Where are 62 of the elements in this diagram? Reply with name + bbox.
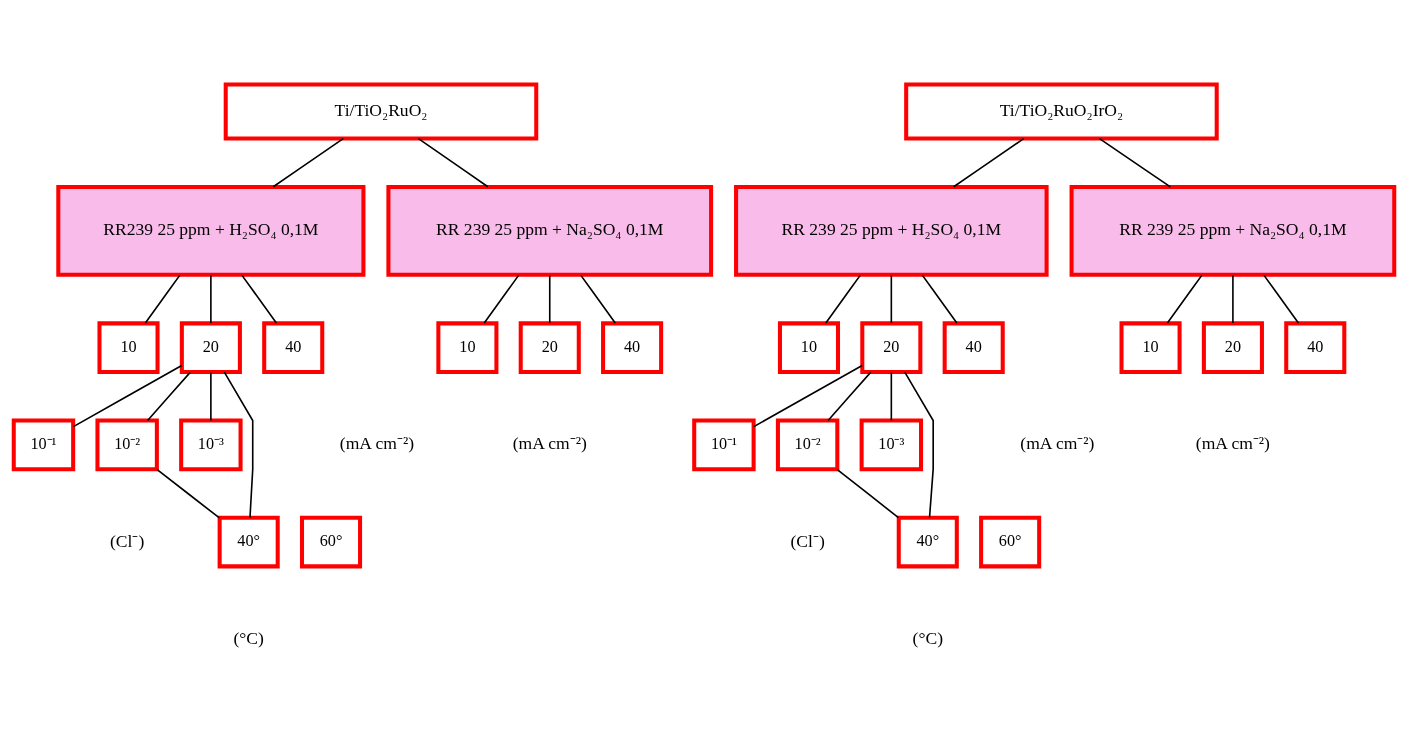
node-box: RR 239 25 ppm + Na₂SO₄ 0,1M bbox=[386, 185, 714, 277]
node-box: 10⁻¹ bbox=[692, 418, 756, 472]
connector bbox=[1166, 274, 1203, 324]
node-box: 40 bbox=[942, 321, 1005, 374]
connector bbox=[890, 274, 893, 324]
connector bbox=[890, 371, 893, 422]
connector bbox=[241, 274, 278, 324]
connector bbox=[904, 371, 934, 519]
connector bbox=[72, 364, 183, 428]
node-box: 10⁻² bbox=[775, 418, 840, 472]
connector bbox=[825, 274, 861, 324]
label: (mA cm⁻²) bbox=[1020, 433, 1095, 454]
node-box: 20 bbox=[179, 321, 242, 374]
connector bbox=[1098, 137, 1172, 188]
connector bbox=[210, 371, 212, 422]
connector bbox=[827, 371, 872, 422]
connector bbox=[417, 137, 489, 188]
label: (mA cm⁻²) bbox=[512, 433, 587, 454]
connector bbox=[483, 274, 520, 324]
node-box: 20 bbox=[860, 321, 923, 374]
node-box: 10⁻³ bbox=[859, 418, 924, 472]
label: (Cl⁻) bbox=[790, 530, 825, 551]
connector bbox=[836, 468, 900, 519]
node-box: 20 bbox=[518, 321, 581, 374]
node-box: 40° bbox=[217, 515, 280, 569]
label: (°C) bbox=[912, 627, 943, 648]
node-box: Ti/TiO₂RuO₂ bbox=[223, 82, 539, 141]
label: (mA cm⁻²) bbox=[339, 433, 414, 454]
node-box: RR239 25 ppm + H₂SO₄ 0,1M bbox=[56, 185, 366, 277]
node-box: 10 bbox=[97, 321, 160, 374]
node-box: 40 bbox=[601, 321, 664, 374]
connector bbox=[1263, 274, 1300, 324]
node-box: 10 bbox=[777, 321, 841, 374]
node-box: Ti/TiO₂RuO₂IrO₂ bbox=[904, 82, 1219, 141]
connector bbox=[921, 274, 958, 324]
connector bbox=[144, 274, 181, 324]
node-box: RR 239 25 ppm + H₂SO₄ 0,1M bbox=[734, 185, 1049, 277]
connector bbox=[1232, 274, 1234, 324]
node-box: 10⁻¹ bbox=[11, 418, 76, 472]
node-box: 10⁻³ bbox=[179, 418, 243, 472]
connector bbox=[580, 274, 617, 324]
node-box: 40° bbox=[896, 515, 959, 569]
node-box: 10⁻² bbox=[95, 418, 159, 472]
connector bbox=[146, 371, 191, 422]
connector bbox=[952, 137, 1025, 188]
node-box: 20 bbox=[1201, 321, 1264, 374]
node-box: 10 bbox=[436, 321, 499, 374]
label: (mA cm⁻²) bbox=[1195, 433, 1270, 454]
connector bbox=[210, 274, 212, 324]
node-box: 10 bbox=[1119, 321, 1182, 374]
label: (Cl⁻) bbox=[110, 530, 145, 551]
connector bbox=[223, 371, 254, 519]
node-box: 60° bbox=[979, 515, 1042, 569]
connector bbox=[753, 364, 863, 428]
node-box: 40 bbox=[262, 321, 325, 374]
node-box: RR 239 25 ppm + Na₂SO₄ 0,1M bbox=[1069, 185, 1397, 277]
node-box: 40 bbox=[1284, 321, 1347, 374]
connector bbox=[272, 137, 345, 188]
node-box: 60° bbox=[299, 515, 363, 569]
label: (°C) bbox=[233, 627, 264, 648]
connector bbox=[548, 274, 551, 324]
connector bbox=[156, 468, 221, 519]
